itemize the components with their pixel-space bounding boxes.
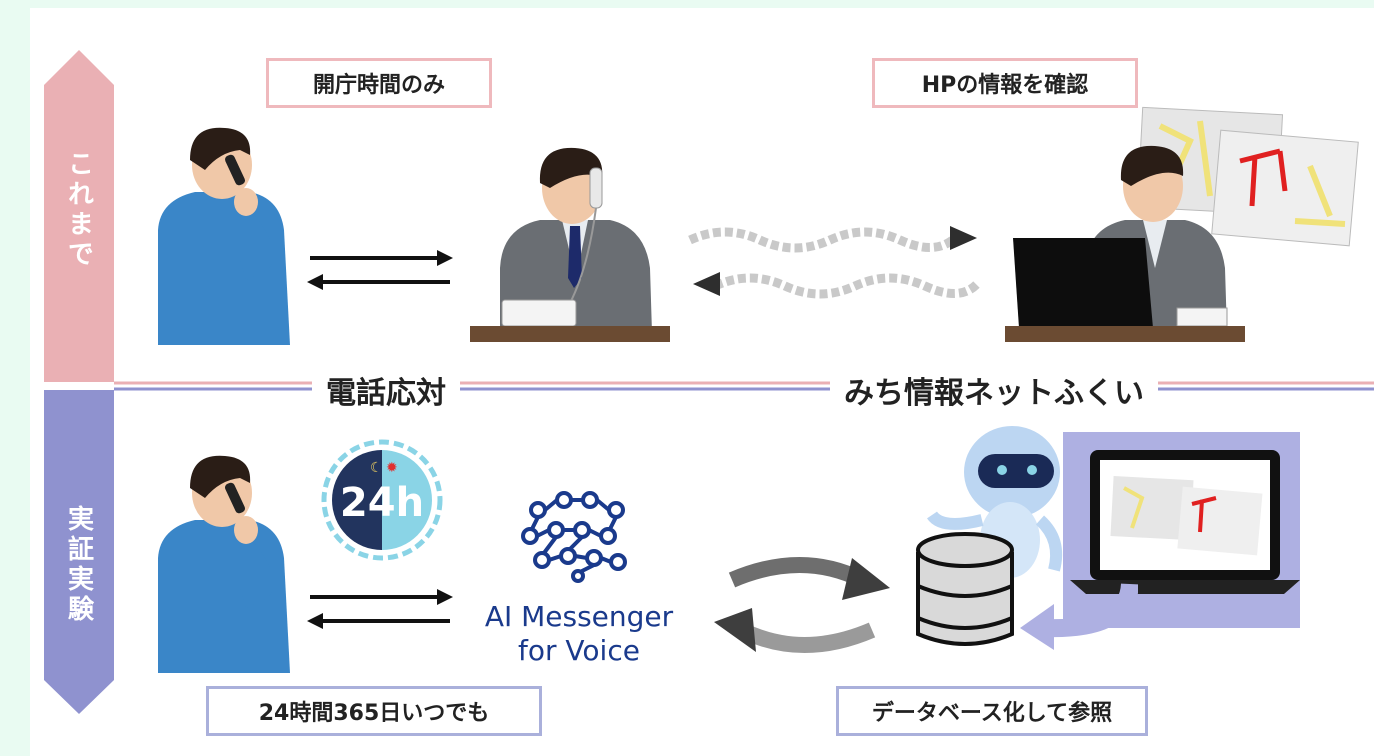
- staff-laptop-icon: [1005, 145, 1245, 342]
- section-bands: [44, 50, 114, 714]
- two-way-arrows-bottom: [307, 589, 453, 629]
- road-info-net-heading: みち情報ネットふくい: [830, 368, 1158, 412]
- section-label-before: これまで: [63, 150, 94, 270]
- check-hp-label: HPの情報を確認: [872, 58, 1138, 108]
- two-way-arrows-top: [307, 250, 453, 290]
- database-icon: [916, 532, 1014, 646]
- ai-brain-icon: [521, 491, 627, 583]
- clock-24h-text: 24h: [340, 480, 424, 526]
- laptop-map-icon: [1070, 450, 1300, 594]
- operator-icon: [470, 147, 670, 342]
- section-divider: [114, 381, 1374, 391]
- office-hours-label: 開庁時間のみ: [266, 58, 492, 108]
- before-band: [44, 50, 114, 382]
- svg-text:☾: ☾: [370, 460, 383, 476]
- return-arrow-icon: [1020, 582, 1138, 650]
- data-exchange-arrows: [688, 226, 981, 299]
- section-label-trial: 実証実験: [63, 505, 94, 625]
- svg-text:✹: ✹: [386, 460, 398, 476]
- clock-24h-icon: 24h ☾ ✹: [321, 439, 443, 561]
- always-available-label: 24時間365日いつでも: [206, 686, 542, 736]
- database-reference-label: データベース化して参照: [836, 686, 1148, 736]
- ai-messenger-product: AI Messenger for Voice: [468, 600, 690, 668]
- phone-support-heading: 電話応対: [312, 368, 460, 412]
- caller-icon-bottom: [158, 455, 290, 673]
- ai-product-line1: AI Messenger: [484, 600, 674, 633]
- caller-icon-top: [158, 127, 290, 345]
- sync-arrows-icon: [714, 557, 890, 653]
- ai-product-line2: for Voice: [518, 634, 640, 667]
- trial-band: [44, 390, 114, 714]
